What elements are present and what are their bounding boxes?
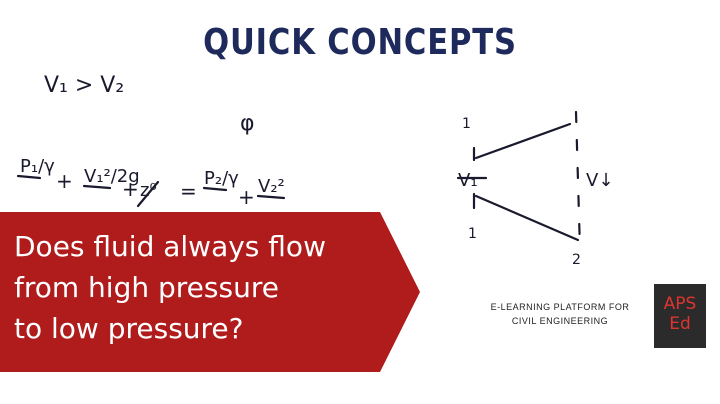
label-v2: V↓ [586, 170, 613, 191]
eq-equals: = [180, 179, 197, 203]
eq-v2: V₂² [258, 176, 285, 197]
section-1-bottom: 1 [468, 226, 477, 242]
eq-plus-3: + [238, 185, 255, 209]
platform-line-2: CIVIL ENGINEERING [511, 316, 609, 326]
apsed-logo: APS Ed [654, 284, 706, 348]
platform-caption: E-LEARNING PLATFORM FOR CIVIL ENGINEERIN… [470, 300, 650, 328]
banner-question: Does fluid always flow from high pressur… [14, 226, 394, 349]
question-line-1: Does fluid always flow [14, 230, 326, 263]
logo-line-1: APS [663, 294, 697, 314]
cancel-stroke [136, 180, 160, 208]
fraction-bar-2 [82, 184, 112, 190]
label-v1: V₁ [458, 170, 478, 191]
eq-plus-2: + [122, 177, 139, 201]
question-line-3: to low pressure? [14, 312, 244, 345]
pipe-top-line [474, 122, 572, 160]
fraction-bar-1 [16, 174, 42, 180]
question-banner [0, 212, 420, 372]
eq-z: z⁰ [140, 180, 157, 201]
section-2-label: 2 [572, 252, 581, 268]
eq-v1: V₁²/2g [84, 166, 140, 187]
platform-line-1: E-LEARNING PLATFORM FOR [490, 302, 630, 312]
pipe-bottom-line [474, 194, 580, 242]
question-line-2: from high pressure [14, 271, 279, 304]
velocity-relation: V₁ > V₂ [44, 73, 124, 98]
page-title: QUICK CONCEPTS [203, 22, 517, 63]
fraction-bar-3 [202, 186, 228, 192]
section-1-top: 1 [462, 116, 471, 132]
banner-shape [0, 212, 420, 372]
pipe-section-2 [574, 110, 582, 252]
fraction-bar-4 [256, 194, 286, 200]
logo-line-2: Ed [669, 314, 691, 334]
eq-p2: P₂/γ [204, 168, 239, 189]
handwritten-sketch: V₁ > V₂ φ V₁ V↓ 1 1 2 P₁/γ + V₁²/2g + z⁰… [16, 73, 613, 268]
eq-plus-1: + [56, 169, 73, 193]
phi-symbol: φ [240, 111, 255, 136]
eq-p1: P₁/γ [20, 156, 55, 177]
